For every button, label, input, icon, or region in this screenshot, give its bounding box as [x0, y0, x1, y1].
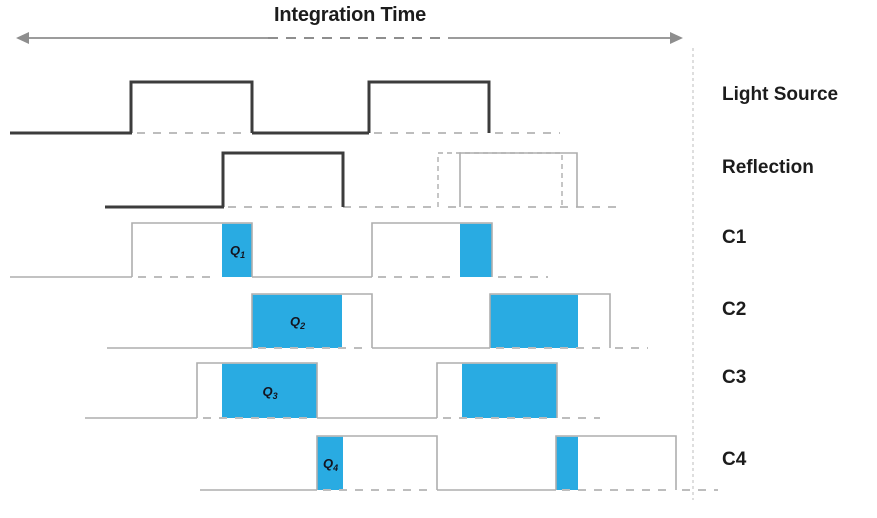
row-label-reflection: Reflection [722, 157, 814, 178]
arrowhead-right-icon [670, 32, 683, 44]
charge-region-q2 [252, 294, 342, 348]
row-label-c2: C2 [722, 299, 747, 320]
charge-region [556, 436, 578, 490]
integration-time-arrow [16, 32, 683, 44]
charge-region [462, 363, 557, 418]
waveform-c4: Q4 [200, 435, 718, 491]
row-label-c4: C4 [722, 449, 747, 470]
waveform-light-source [10, 80, 560, 135]
integration-time-label: Integration Time [273, 4, 426, 26]
row-label-c1: C1 [722, 227, 747, 248]
waveform-c3: Q3 [85, 362, 600, 419]
row-label-light-source: Light Source [722, 84, 839, 105]
charge-region [490, 294, 578, 348]
charge-region [460, 223, 492, 277]
arrowhead-left-icon [16, 32, 29, 44]
waveform-c1: Q1 [10, 222, 548, 278]
waveform-c2: Q2 [107, 293, 648, 349]
charge-region-q4 [317, 436, 343, 490]
row-label-c3: C3 [722, 367, 747, 388]
waveform-reflection [105, 151, 622, 209]
charge-region-q1 [222, 223, 252, 277]
charge-region-q3 [222, 363, 317, 418]
